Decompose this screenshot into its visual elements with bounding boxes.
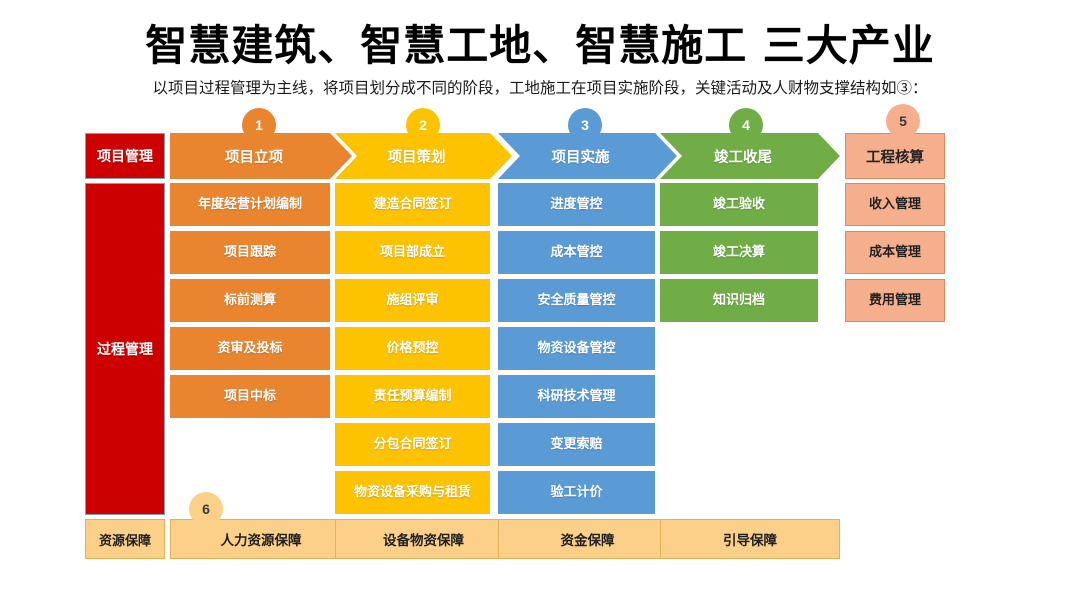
task-card[interactable]: 科研技术管理	[498, 375, 655, 418]
step-badge-4: 4	[729, 108, 763, 142]
task-card[interactable]: 物资设备采购与租赁	[335, 471, 490, 514]
page-subtitle: 以项目过程管理为主线，将项目划分成不同的阶段，工地施工在项目实施阶段，关键活动及…	[152, 79, 928, 97]
resource-item[interactable]: 设备物资保障	[335, 519, 512, 559]
step-badge-1: 1	[242, 108, 276, 142]
task-card[interactable]: 变更索赔	[498, 423, 655, 466]
page-title: 智慧建筑、智慧工地、智慧施工 三大产业	[145, 21, 935, 70]
task-card[interactable]: 竣工验收	[660, 183, 818, 226]
task-card[interactable]: 验工计价	[498, 471, 655, 514]
resource-item[interactable]: 资金保障	[498, 519, 677, 559]
task-card[interactable]: 项目中标	[170, 375, 330, 418]
task-card[interactable]: 收入管理	[845, 183, 945, 226]
task-card[interactable]: 安全质量管控	[498, 279, 655, 322]
task-card[interactable]: 项目跟踪	[170, 231, 330, 274]
task-card[interactable]: 责任预算编制	[335, 375, 490, 418]
step-badge-5: 5	[886, 104, 920, 138]
phase-header-3[interactable]: 项目实施	[498, 133, 677, 179]
task-card[interactable]: 施组评审	[335, 279, 490, 322]
task-card[interactable]: 知识归档	[660, 279, 818, 322]
task-card[interactable]: 物资设备管控	[498, 327, 655, 370]
task-card[interactable]: 资审及投标	[170, 327, 330, 370]
task-card[interactable]: 价格预控	[335, 327, 490, 370]
rail-process-management: 过程管理	[85, 183, 165, 515]
rail-project-management: 项目管理	[85, 133, 165, 179]
resource-rail-label: 资源保障	[85, 519, 165, 559]
task-card[interactable]: 成本管控	[498, 231, 655, 274]
phase-header-4[interactable]: 竣工收尾	[660, 133, 840, 179]
task-card[interactable]: 项目部成立	[335, 231, 490, 274]
task-card[interactable]: 标前测算	[170, 279, 330, 322]
phase-header-2[interactable]: 项目策划	[335, 133, 512, 179]
task-card[interactable]: 成本管理	[845, 231, 945, 274]
task-card[interactable]: 竣工决算	[660, 231, 818, 274]
resource-item[interactable]: 引导保障	[660, 519, 840, 559]
phase-header-5[interactable]: 工程核算	[845, 133, 945, 179]
resource-item[interactable]: 人力资源保障	[170, 519, 352, 559]
task-card[interactable]: 年度经营计划编制	[170, 183, 330, 226]
task-card[interactable]: 费用管理	[845, 279, 945, 322]
step-badge-2: 2	[406, 108, 440, 142]
task-card[interactable]: 进度管控	[498, 183, 655, 226]
task-card[interactable]: 建造合同签订	[335, 183, 490, 226]
step-badge-6: 6	[189, 492, 223, 526]
task-card[interactable]: 分包合同签订	[335, 423, 490, 466]
step-badge-3: 3	[568, 108, 602, 142]
